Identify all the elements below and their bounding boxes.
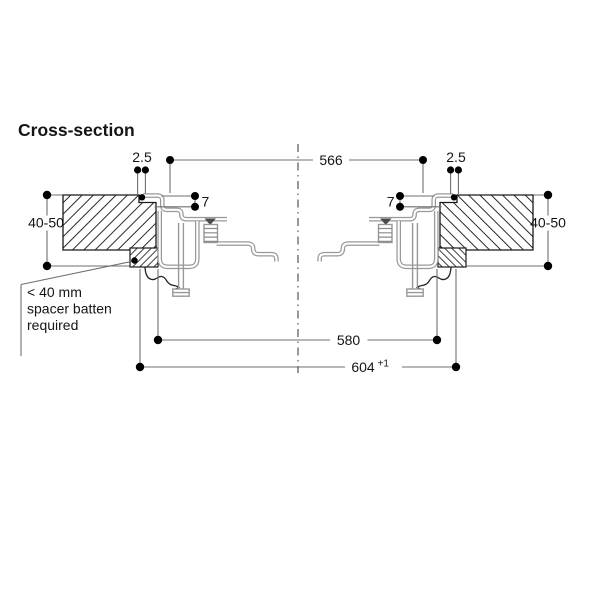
dim-7-left: 7 (154, 192, 210, 211)
dim-604: 604 +1 (135, 269, 461, 375)
dim-2-5-right-label: 2.5 (446, 149, 466, 165)
spacer-batten-callout: < 40 mm spacer batten required (20, 260, 132, 356)
note-line-2: spacer batten (27, 301, 112, 317)
note-line-3: required (27, 317, 78, 333)
dim-2-5-left-label: 2.5 (132, 149, 152, 165)
dim-7-right: 7 (387, 192, 442, 211)
dim-40-50-left-label: 40-50 (28, 215, 64, 231)
dim-580: 580 (153, 269, 442, 348)
worktop-sink-left (63, 195, 276, 296)
dim-7-right-label: 7 (387, 194, 395, 210)
dim-604-tolerance: +1 (378, 359, 390, 370)
dim-40-50-left: 40-50 (28, 190, 130, 271)
dim-604-label: 604 (351, 359, 375, 375)
dim-580-label: 580 (337, 332, 361, 348)
dim-40-50-right: 40-50 (466, 190, 566, 271)
dim-2-5-left: 2.5 (132, 149, 152, 201)
batten-callout-dot (131, 257, 138, 264)
dim-40-50-right-label: 40-50 (530, 215, 566, 231)
dim-566-label: 566 (319, 152, 343, 168)
dim-2-5-right: 2.5 (446, 149, 466, 201)
note-line-1: < 40 mm (27, 284, 82, 300)
page-title: Cross-section (18, 120, 135, 140)
dim-566: 566 (166, 152, 427, 193)
dim-7-left-label: 7 (202, 194, 210, 210)
